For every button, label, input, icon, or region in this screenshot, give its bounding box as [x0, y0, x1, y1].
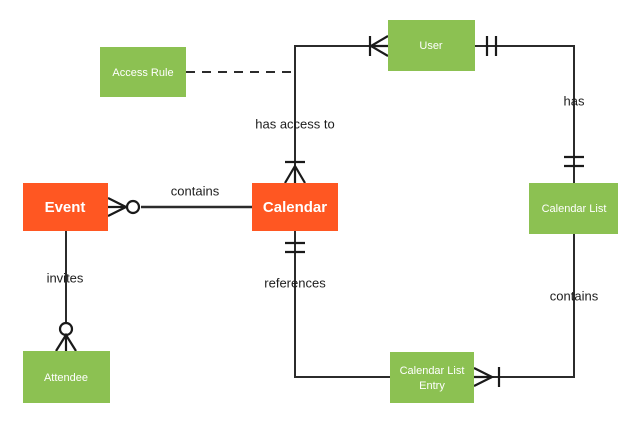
marker-zero-or-many-icon	[55, 321, 77, 352]
relationship-label-contains-left: contains	[171, 183, 220, 198]
relationship-label-contains-right: contains	[550, 288, 599, 303]
entity-attendee-box[interactable]	[23, 351, 110, 403]
entity-calendar-list[interactable]: Calendar List	[529, 183, 618, 234]
edge-calendar-list-contains-entry	[474, 234, 575, 378]
entity-calendar-list-entry-label-line1: Calendar List	[400, 365, 465, 377]
marker-exactly-one-icon	[564, 155, 584, 168]
entity-access-rule-label: Access Rule	[112, 67, 173, 79]
entity-user-box[interactable]	[388, 20, 475, 71]
entity-event-label: Event	[45, 199, 86, 216]
marker-one-or-many-icon	[473, 367, 501, 387]
edge-user-has-calendar-list	[475, 45, 575, 183]
edge-calendar-references-entry	[294, 231, 390, 378]
entity-calendar[interactable]: Calendar	[252, 183, 338, 231]
edge-layer	[65, 45, 575, 378]
entity-calendar-list-entry-box[interactable]	[390, 352, 474, 403]
marker-exactly-one-icon	[485, 36, 498, 56]
entity-user[interactable]: User	[388, 20, 475, 71]
entity-calendar-list-entry[interactable]: Calendar List Entry	[390, 352, 474, 403]
relationship-label-references: references	[264, 275, 326, 290]
entity-event[interactable]: Event	[23, 183, 108, 231]
relationship-label-has: has	[564, 93, 585, 108]
relationship-label-has-access-to: has access to	[255, 116, 335, 131]
entity-access-rule-box[interactable]	[100, 47, 186, 97]
marker-one-or-many-icon	[284, 160, 306, 184]
marker-exactly-one-icon	[285, 241, 305, 254]
relationship-label-layer: contains has access to has invites refer…	[47, 93, 599, 303]
entity-event-box[interactable]	[23, 183, 108, 231]
marker-one-or-many-icon	[368, 35, 389, 57]
entity-access-rule[interactable]: Access Rule	[100, 47, 186, 97]
entity-calendar-box[interactable]	[252, 183, 338, 231]
entity-calendar-list-entry-label-line2: Entry	[419, 380, 445, 392]
entity-attendee[interactable]: Attendee	[23, 351, 110, 403]
entity-attendee-label: Attendee	[44, 372, 88, 384]
entity-user-label: User	[419, 40, 443, 52]
entity-calendar-list-box[interactable]	[529, 183, 618, 234]
entity-calendar-list-label: Calendar List	[542, 203, 607, 215]
cardinality-marker-layer	[55, 35, 584, 387]
entity-layer: Access Rule User Event Calendar Calendar…	[23, 20, 618, 403]
relationship-label-invites: invites	[47, 270, 84, 285]
entity-calendar-label: Calendar	[263, 199, 327, 216]
marker-zero-or-many-icon	[107, 197, 141, 217]
edge-user-has-access-to-calendar	[294, 45, 388, 183]
